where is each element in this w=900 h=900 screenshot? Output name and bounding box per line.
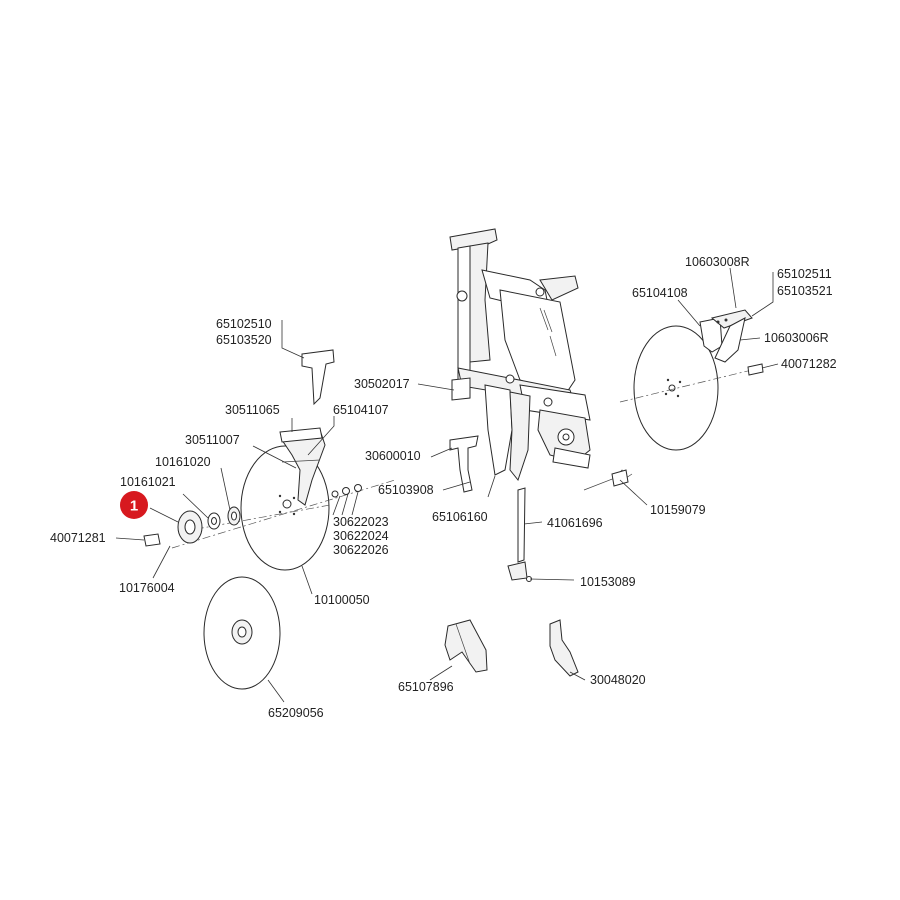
callout-badge-circle	[120, 491, 148, 519]
part-labels: 10603008R 65102511 65103521 65104108 106…	[50, 255, 837, 720]
label-10603006R: 10603006R	[764, 331, 829, 345]
label-65106160: 65106160	[432, 510, 488, 524]
label-10159079: 10159079	[650, 503, 706, 517]
label-65103521: 65103521	[777, 284, 833, 298]
right-disc-assembly	[619, 309, 764, 451]
label-30502017: 30502017	[354, 377, 410, 391]
label-10153089: 10153089	[580, 575, 636, 589]
label-30622026: 30622026	[333, 543, 389, 557]
label-10603008R: 10603008R	[685, 255, 750, 269]
label-65102510: 65102510	[216, 317, 272, 331]
label-41061696: 41061696	[547, 516, 603, 530]
label-65103908: 65103908	[378, 483, 434, 497]
label-65103520: 65103520	[216, 333, 272, 347]
misc-parts	[279, 349, 633, 677]
hub-parts	[143, 484, 362, 547]
callout-badge-number: 1	[130, 498, 138, 515]
label-30622023: 30622023	[333, 515, 389, 529]
disc-65209056	[203, 576, 281, 690]
label-10161020: 10161020	[155, 455, 211, 469]
label-65104108: 65104108	[632, 286, 688, 300]
callout-badge[interactable]: 1	[120, 491, 148, 519]
label-65104107: 65104107	[333, 403, 389, 417]
label-65209056: 65209056	[268, 706, 324, 720]
label-10176004: 10176004	[119, 581, 175, 595]
label-30048020: 30048020	[590, 673, 646, 687]
left-disc-10100050	[240, 429, 330, 571]
label-10161021: 10161021	[120, 475, 176, 489]
label-40071282: 40071282	[781, 357, 837, 371]
label-65107896: 65107896	[398, 680, 454, 694]
label-40071281: 40071281	[50, 531, 106, 545]
leader-lines	[115, 267, 779, 703]
label-30511007: 30511007	[185, 433, 240, 447]
main-frame	[449, 228, 591, 493]
label-65102511: 65102511	[777, 267, 832, 281]
label-30622024: 30622024	[333, 529, 389, 543]
label-30511065: 30511065	[225, 403, 280, 417]
label-30600010: 30600010	[365, 449, 421, 463]
label-10100050: 10100050	[314, 593, 370, 607]
